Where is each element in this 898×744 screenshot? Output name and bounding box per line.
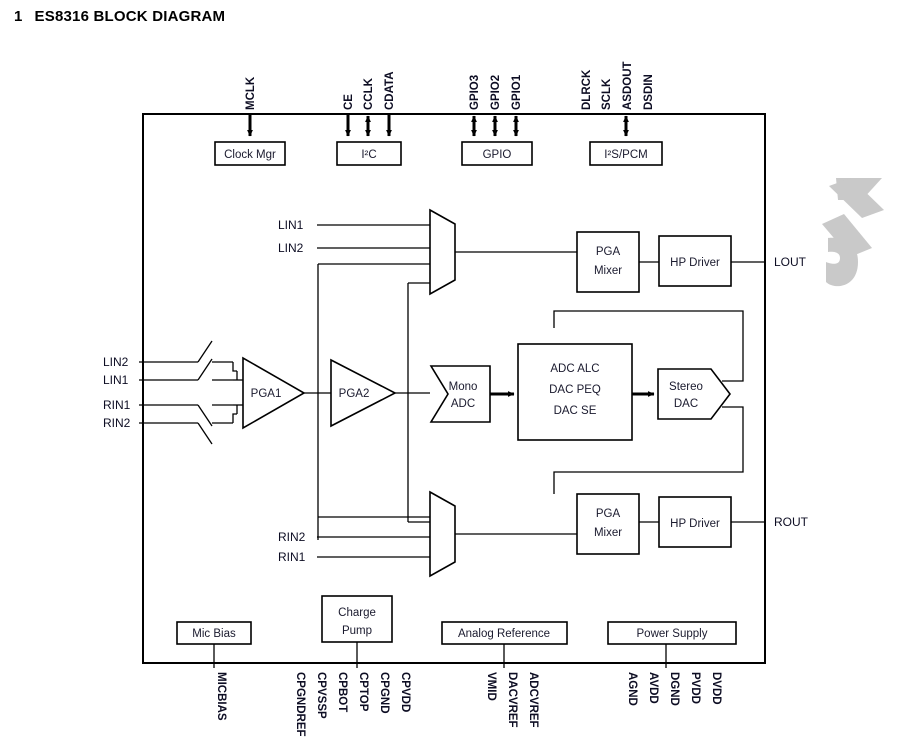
output-label-lout: LOUT — [774, 255, 807, 269]
input-label-rin2: RIN2 — [103, 416, 131, 430]
mux-input-label-lin1: LIN1 — [278, 218, 304, 232]
bottom-pin-label: DACVREF — [506, 672, 518, 728]
mux-input-label-rin2: RIN2 — [278, 530, 306, 544]
block-label-stereo-dac-line2: DAC — [674, 398, 698, 410]
block-gpio[interactable]: GPIO — [461, 141, 533, 166]
mux-left-inputs: LIN1 LIN2 — [278, 218, 430, 284]
analog-input-section: LIN2 LIN1 RIN1 RIN2 — [103, 340, 243, 445]
block-hp-driver-right[interactable]: HP Driver — [658, 496, 732, 548]
block-pga-mixer-right[interactable]: PGA Mixer — [576, 493, 640, 555]
block-hp-driver-left[interactable]: HP Driver — [658, 235, 732, 287]
bottom-pin-label: CPBOT — [336, 672, 348, 712]
top-pin-label: CCLK — [363, 77, 375, 110]
top-pin-label: MCLK — [245, 76, 257, 110]
block-label-pga2: PGA2 — [339, 388, 370, 400]
block-pga-mixer-left[interactable]: PGA Mixer — [576, 231, 640, 293]
input-label-lin1: LIN1 — [103, 373, 129, 387]
top-pin-label: GPIO3 — [469, 75, 481, 110]
block-analog-reference[interactable]: Analog Reference — [441, 621, 568, 645]
block-i2c[interactable]: I²C — [336, 141, 402, 166]
bottom-pin-label: PVDD — [689, 672, 701, 704]
bottom-pin-label: AVDD — [647, 672, 659, 704]
block-mono-adc[interactable]: Mono ADC — [429, 365, 491, 423]
block-label-pga1: PGA1 — [251, 388, 282, 400]
block-label-power-supply: Power Supply — [637, 628, 708, 640]
top-pin-label: GPIO2 — [490, 75, 502, 110]
block-label-i2c: I²C — [361, 149, 376, 161]
block-label-mono-adc-line1: Mono — [449, 381, 478, 393]
mux-right-inputs: RIN2 RIN1 — [278, 516, 430, 564]
block-label-gpio: GPIO — [483, 149, 512, 161]
block-label-charge-pump-line2: Pump — [342, 625, 372, 637]
block-label-analog-reference: Analog Reference — [458, 628, 550, 640]
block-label-i2s-pcm: I²S/PCM — [604, 149, 647, 161]
page-title: 1 ES8316 BLOCK DIAGRAM — [14, 8, 225, 25]
block-label-dsp-line1: ADC ALC — [550, 363, 599, 375]
chip-boundary — [142, 113, 766, 664]
block-pga2[interactable]: PGA2 — [330, 358, 397, 428]
top-pin-label: ASDOUT — [622, 61, 634, 110]
bottom-pin-label: CPGNDREF — [294, 672, 306, 737]
output-label-rout: ROUT — [774, 515, 809, 529]
input-switch-lin1 — [178, 358, 233, 381]
block-mic-bias[interactable]: Mic Bias — [176, 621, 252, 645]
block-label-dsp-line3: DAC SE — [554, 405, 597, 417]
bottom-pin-label: CPVDD — [399, 672, 411, 712]
block-label-charge-pump-line1: Charge — [338, 607, 376, 619]
mux-input-label-rin1: RIN1 — [278, 550, 306, 564]
block-label-mono-adc-line2: ADC — [451, 398, 475, 410]
input-label-lin2: LIN2 — [103, 355, 129, 369]
mux-input-label-lin2: LIN2 — [278, 241, 304, 255]
mux-right-output[interactable] — [429, 490, 456, 578]
bottom-pin-label: ADCVREF — [527, 672, 539, 728]
top-pin-label: DLRCK — [581, 69, 593, 110]
mux-left-output[interactable] — [429, 208, 456, 296]
top-pin-label: GPIO1 — [511, 74, 523, 110]
block-label-pga-mixer-right-line1: PGA — [596, 508, 621, 520]
bottom-pin-label: CPTOP — [357, 672, 369, 712]
bottom-pin-label: DVDD — [710, 672, 722, 705]
top-blocks: Clock Mgr I²C GPIO I²S/PCM — [214, 141, 663, 166]
block-label-mic-bias: Mic Bias — [192, 628, 236, 640]
block-label-clock-mgr: Clock Mgr — [224, 149, 276, 161]
bottom-pin-label: CPGND — [378, 672, 390, 714]
block-stereo-dac[interactable]: Stereo DAC — [657, 368, 732, 420]
block-i2s-pcm[interactable]: I²S/PCM — [589, 141, 663, 166]
block-label-stereo-dac-line1: Stereo — [669, 381, 703, 393]
top-pin-labels: MCLK CE CCLK CDATA GPIO3 GPIO2 GPIO1 DLR… — [245, 61, 655, 110]
bottom-pin-label: DGND — [668, 672, 680, 706]
dac-output-routing — [553, 310, 744, 494]
block-clock-mgr[interactable]: Clock Mgr — [214, 141, 286, 166]
block-label-pga-mixer-right-line2: Mixer — [594, 527, 622, 539]
section-number: 1 — [14, 8, 23, 25]
block-label-hp-driver-right: HP Driver — [670, 518, 720, 530]
block-label-hp-driver-left: HP Driver — [670, 257, 720, 269]
block-power-supply[interactable]: Power Supply — [607, 621, 737, 645]
block-label-dsp-line2: DAC PEQ — [549, 384, 601, 396]
top-pin-arrows — [247, 114, 629, 137]
bottom-pin-label: MICBIAS — [215, 672, 227, 721]
top-pin-label: SCLK — [601, 78, 613, 110]
block-dsp-core[interactable]: ADC ALC DAC PEQ DAC SE — [517, 343, 633, 441]
bottom-pin-label: VMID — [485, 672, 497, 701]
section-title: ES8316 BLOCK DIAGRAM — [34, 8, 226, 25]
top-pin-label: DSDIN — [643, 74, 655, 110]
block-pga1[interactable]: PGA1 — [242, 356, 306, 430]
bottom-pin-label: AGND — [626, 672, 638, 706]
input-switch-rin1 — [178, 404, 233, 427]
block-label-pga-mixer-left-line2: Mixer — [594, 265, 622, 277]
watermark-logo — [822, 178, 884, 287]
block-label-pga-mixer-left-line1: PGA — [596, 246, 621, 258]
bottom-pin-labels: MICBIAS CPGNDREF CPVSSP CPBOT CPTOP CPGN… — [215, 672, 722, 737]
top-pin-label: CE — [343, 94, 355, 110]
input-switch-rin2 — [178, 422, 233, 445]
input-label-rin1: RIN1 — [103, 398, 131, 412]
input-switch-lin2 — [178, 340, 233, 363]
top-pin-label: CDATA — [384, 71, 396, 110]
block-charge-pump[interactable]: Charge Pump — [321, 595, 393, 643]
bottom-pin-label: CPVSSP — [315, 672, 327, 719]
